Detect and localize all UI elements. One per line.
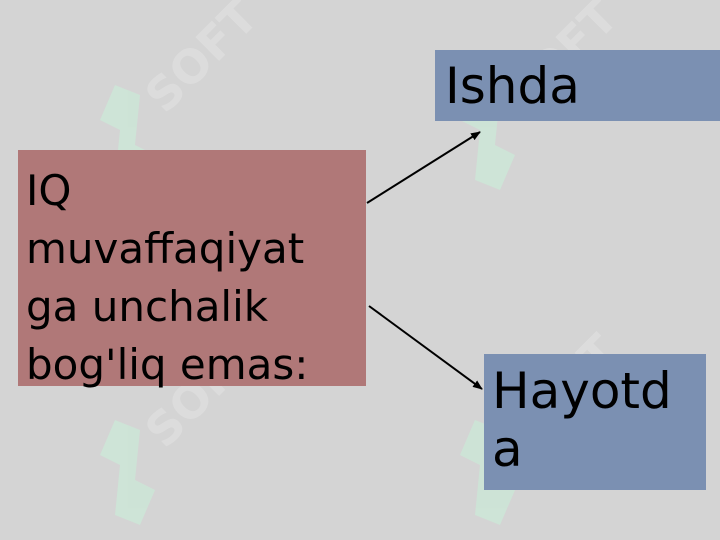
target-box-ishda: Ishda — [435, 50, 720, 121]
target-box-hayotda: Hayotda — [484, 354, 706, 490]
source-label: IQ muvaffaqiyat ga unchalik bog'liq emas… — [26, 166, 309, 389]
source-box: IQ muvaffaqiyat ga unchalik bog'liq emas… — [18, 150, 366, 389]
arrow-to-ishda — [366, 131, 481, 204]
target-label-hayotda: Hayotda — [492, 362, 672, 478]
target-label-ishda: Ishda — [445, 57, 580, 115]
arrow-to-hayotda — [368, 305, 483, 390]
